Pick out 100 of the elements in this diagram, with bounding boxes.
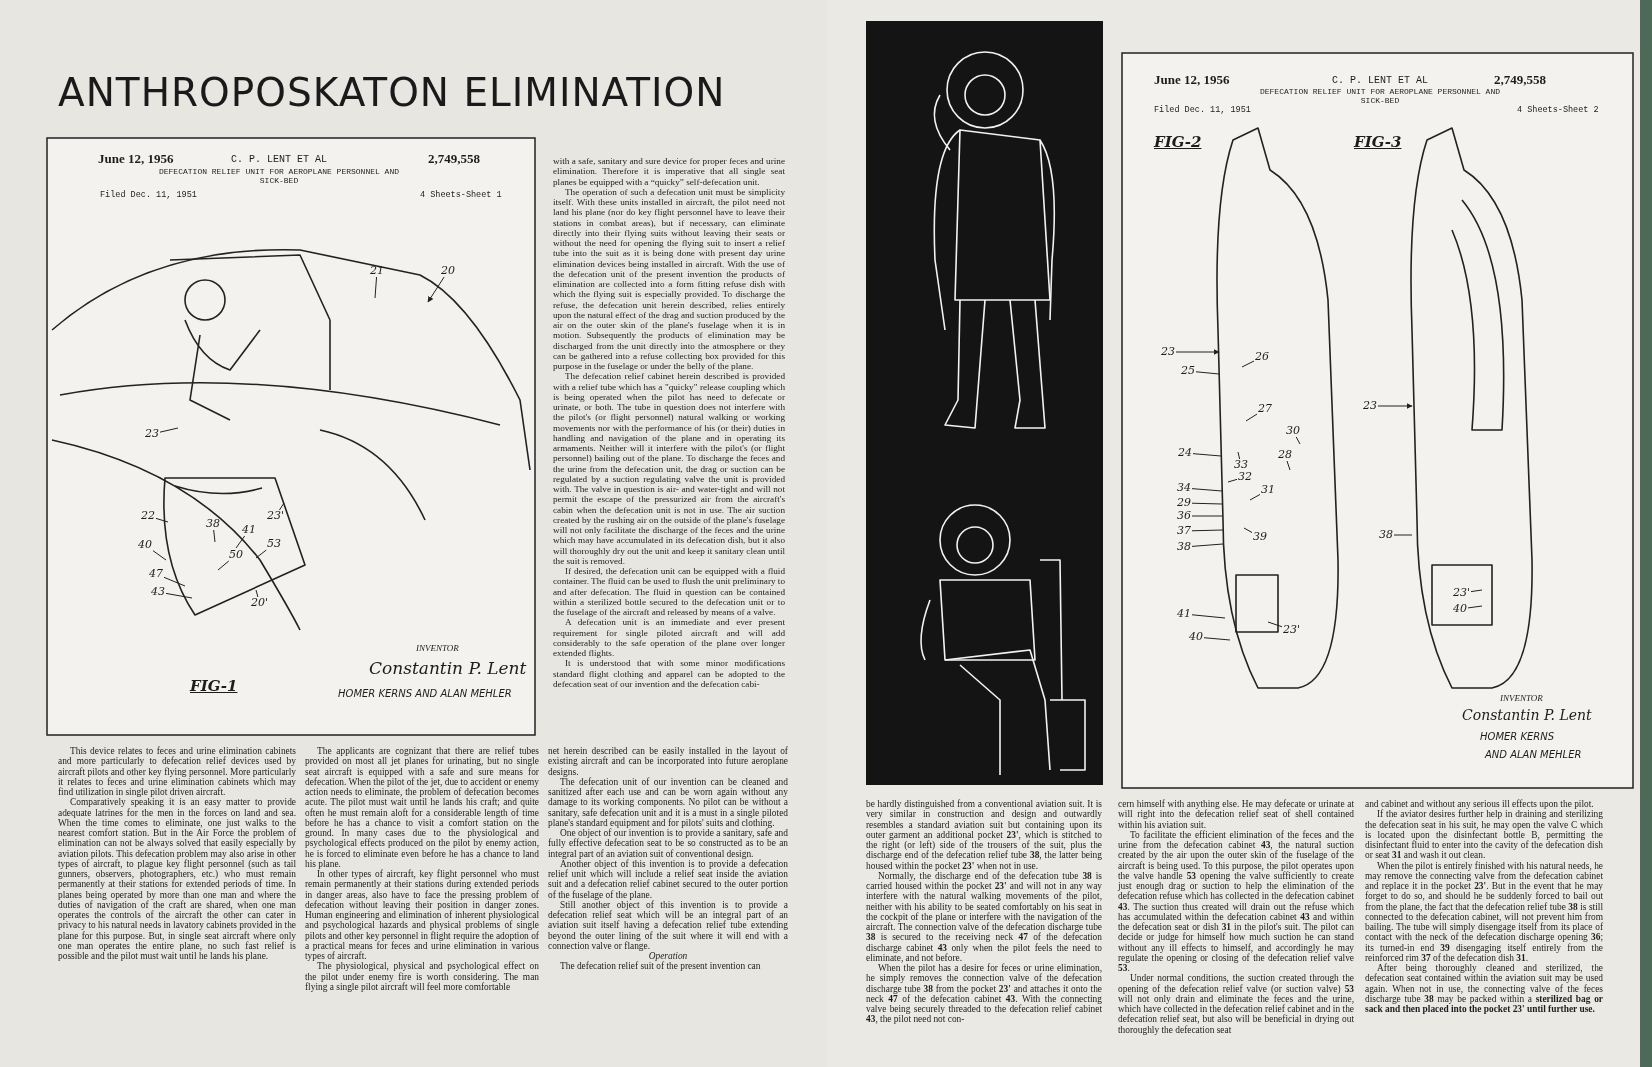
leader-line	[1241, 360, 1255, 368]
patent-number: 2,749,558	[428, 151, 480, 167]
leader-line	[1191, 529, 1224, 532]
leader-line	[1227, 478, 1238, 483]
leader-line	[427, 276, 445, 303]
callout-number: 31	[1260, 484, 1276, 496]
leader-line	[1175, 349, 1220, 355]
aircraft-cockpit-drawing	[51, 249, 531, 631]
sheet-number: 4 Sheets-Sheet 1	[420, 190, 502, 200]
sheet-number: 4 Sheets-Sheet 2	[1517, 105, 1599, 115]
callout-number: 24	[1177, 447, 1193, 459]
callout-number: 23'	[266, 510, 286, 522]
figure-label: FIG-1	[190, 677, 238, 695]
body-paragraph: To facilitate the efficient elimination of the feces and the urine from the defecation cabinet 43, the natural suction created by the air upon the outer skin of the fuselage of the aircraft is being used. To this purpose, the pilot operates upon the valve handle 53 opening the valve sufficiently to create just enough drag or suction to help the elimination of the defecation refuse which has collected in the defecation cabinet 43. The suction thus created will drain out the refuse which has accumulated within the defecation cabinet 43 and within the defecation seat or dish 31 in the pilot's suit. The pilot can decide or judge for himself how much suction he can stand without any ill effects to himself, and accordingly he may regulate the opening or closing of the defecation relief valve 53.	[1118, 829, 1354, 974]
body-paragraph: This device relates to feces and urine elimination cabinets and more particularly to defecation relief devices used by aircraft pilots and other key flying personnel. More particularly it relates to feces and urine elimination cabinets which may find utilization in single pilot driven aircraft.	[58, 746, 296, 798]
leader-line	[163, 576, 186, 587]
leader-line	[235, 535, 246, 549]
body-paragraph: cern himself with anything else. He may defecate or urinate at will right into the defecation relief seat of shell contained within his aviation suit.	[1118, 799, 1354, 830]
patent-title: DEFECATION RELIEF UNIT FOR AEROPLANE PERSONNEL AND SICK-BED	[157, 167, 400, 185]
callout-number: 23'	[1452, 587, 1472, 599]
figure-label: FIG-2	[1154, 133, 1202, 151]
leader-line	[217, 560, 230, 571]
leader-line	[1245, 413, 1258, 422]
body-paragraph: If the aviator desires further help in draining and sterilizing the defecation seat in his suit, he may open the valve C which is located upon the disinfectant bottle B, permitting the disinfectant fluid to enter into the cavity of the defecation dish or seat 31 and wash it out clean.	[1365, 809, 1603, 861]
callout-number: 20	[440, 265, 456, 277]
body-paragraph: The defecation relief suit of the present invention can	[559, 961, 762, 972]
figure-label: FIG-3	[1354, 133, 1402, 151]
body-paragraph: The physiological, physical and psychological effect on the pilot under enemy fire is worth considering. The man flying a single pilot aircraft will feel more comfortable	[305, 961, 539, 992]
callout-number: 29	[1176, 497, 1192, 509]
leader-line	[1195, 371, 1220, 375]
leader-line	[213, 529, 216, 543]
leader-line	[1377, 403, 1413, 409]
callout-number: 27	[1257, 403, 1273, 415]
body-paragraph: When the pilot has a desire for feces or urine elimination, he simply removes the connection valve of the defecation discharge tube 38 from the pocket 23' and attaches it onto the neck 47 of the defecation cabinet 43. With the connecting valve being securely threaded to the defecation relief cabinet 43, the pilot need not con-	[866, 963, 1102, 1025]
section-heading: Operation	[647, 951, 689, 962]
body-paragraph: A defecation unit is an immediate and ever present requirement for single piloted aircraft and will add considerably to the safe operation of the plane over longer extended flights.	[553, 617, 785, 659]
inventor-name: C. P. LENT ET AL	[231, 154, 327, 165]
callout-number: 26	[1254, 351, 1270, 363]
callout-number: 47	[148, 568, 164, 580]
body-paragraph: When the pilot is entirely finished with his natural needs, he may remove the connecting valve from the defecation cabinet and replace it in the pocket 23'. But in the event that he may forget to do so, and should he be suddenly forced to bail out from the plane, the fact that the defecation relief tube 38 is still connected to the defecation cabinet, will not prevent him from bailing. The tube will simply disengage itself from its place of contact with the neck of the defecation discharge opening 36; its turned-in end 39 disengaging itself entirely from the reinforced rim 37 of the defecation dish 31.	[1365, 860, 1603, 963]
body-paragraph: with a safe, sanitary and sure device for proper feces and urine elimination. Therefore it is imperative that all single seat planes be equipped with a “quicky” self-defecation unit.	[553, 156, 785, 187]
body-paragraph: Comparatively speaking it is an easy matter to provide adequate latrines for the men in the forces on land and sea. When the time comes to eliminate, one just walks to the nearest comfort station. But in the Air Force the problem of elimination can not be always solved that easily especially by aviation pilots. This defecation problem may also arise in other types of aircraft, to plague key flight personnel (such as tail gunners, observers, photographers, etc.) who must remain permanently at their stations for extended periods of time. In planes being operated by more than one man and where the duties of navigation of the craft are shared, when one man operates the controls of the aircraft the other can cater in privacy to his natural needs in lavatory cabinets provided in the plane for this purpose. But, in single seat aircraft where only one man operates the entire plane, no such fast relief is possible and the pilot must wait until he lands his plane.	[58, 797, 296, 962]
callout-number: 25	[1180, 365, 1196, 377]
callout-number: 20'	[250, 597, 270, 609]
leader-line	[155, 517, 169, 523]
leader-line	[1267, 621, 1283, 628]
leader-line	[159, 427, 179, 433]
inventor-caption: INVENTOR	[416, 643, 459, 653]
callout-number: 28	[1277, 449, 1293, 461]
body-paragraph: Under normal conditions, the suction created through the opening of the defecation relief valve (or suction valve) 53 will not only drain and eliminate the feces and the urine, which have collected in the defecation relief cabinet and in the defecation relief seat, but also will be beneficial in drying out thoroughly the defecation seat	[1118, 973, 1354, 1035]
callout-number: 37	[1176, 525, 1192, 537]
flight-suit-drawing	[1410, 127, 1533, 689]
leader-line	[1191, 614, 1226, 619]
callout-number: 33	[1233, 459, 1249, 471]
leader-line	[1249, 493, 1261, 501]
leader-line	[1192, 453, 1222, 457]
callout-number: 38	[1176, 541, 1192, 553]
filing-date: Filed Dec. 11, 1951	[100, 190, 197, 200]
leader-line	[1191, 543, 1224, 547]
leader-line	[278, 502, 285, 511]
leader-line	[1243, 527, 1253, 533]
body-paragraph: One object of our invention is to provide a sanitary, safe and fully effective defecation seat to be so constructed as to be an integral part of an aviation suit of conventional design.	[548, 828, 788, 859]
callout-number: 41	[241, 524, 257, 536]
body-paragraph: be hardly distinguished from a conventional aviation suit. It is very similar in construction and design and outwardly resembles a standard aviation suit but containing upon its outer garment an additional pocket 23', which is stitched to the right (or left) side of the trousers of the suit, plus the discharge end of the defecation relief tube 38, the latter being housed within the pocket 23' when not in use.	[866, 799, 1102, 871]
body-paragraph: Normally, the discharge end of the defecation tube 38 is carried housed within the pocket 23' and will not in any way interfere with the natural walking movements of the pilot, neither with his ability to be seated comfortably on his seat in the cockpit of the plane or interfere with the navigation of the aircraft. The connection valve of the defecation discharge tube 38 is secured to the receiving neck 47 of the defecation discharge cabinet 43 only when the pilot feels the need to eliminate, and not before.	[866, 870, 1102, 963]
body-paragraph: Still another object of this invention is to provide a defecation relief seat which will be an integral part of an aviation suit itself having a defecation relief tube extending beyond the outer lining of the suit where it will end with a connection valve or flange.	[548, 899, 788, 951]
leader-line	[165, 592, 193, 599]
body-paragraph: It is understood that with some minor modifications standard flight clothing and apparel can be adopted to the defecation seat of our invention and the defecation cabi-	[553, 658, 785, 689]
patent-date: June 12, 1956	[1154, 72, 1230, 88]
inventor-names: AND ALAN MEHLER	[1485, 749, 1582, 760]
signature: Constantin P. Lent	[369, 658, 527, 678]
leader-line	[1191, 488, 1223, 492]
leader-line	[1393, 534, 1413, 536]
leader-line	[255, 549, 267, 559]
body-paragraph: Another object of this invention is to provide a defecation relief unit which will include a relief seat inside the aviation suit and a defecation relief cabinet secured to the outer portion of the fuselage of the plane.	[548, 858, 788, 900]
leader-line	[374, 276, 378, 299]
callout-number: 39	[1252, 531, 1268, 543]
leader-line	[1470, 589, 1483, 593]
callout-number: 21	[369, 265, 385, 277]
inventor-name: C. P. LENT ET AL	[1332, 75, 1428, 86]
callout-number: 41	[1176, 608, 1192, 620]
leader-line	[1467, 605, 1483, 609]
leader-line	[1191, 502, 1223, 505]
leader-line	[255, 589, 259, 598]
patent-title: DEFECATION RELIEF UNIT FOR AEROPLANE PERSONNEL AND SICK-BED	[1258, 87, 1501, 105]
callout-number: 34	[1176, 482, 1192, 494]
filing-date: Filed Dec. 11, 1951	[1154, 105, 1251, 115]
leader-line	[1191, 515, 1223, 517]
callout-number: 40	[1452, 603, 1468, 615]
callout-number: 23'	[1282, 624, 1302, 636]
callout-number: 23	[1362, 400, 1378, 412]
callout-number: 30	[1285, 425, 1301, 437]
leader-line	[1286, 460, 1291, 471]
patent-date: June 12, 1956	[98, 151, 174, 167]
leader-line	[1295, 436, 1301, 445]
inventor-names: HOMER KERNS	[1480, 731, 1555, 742]
callout-number: 50	[228, 549, 244, 561]
callout-number: 53	[266, 538, 282, 550]
body-paragraph: The operation of such a defecation unit must be simplicity itself. With these units installed in aircraft, the pilot need not land his plane (nor do key flight personnel have to leave their stations in combat areas), but if necessary, can eliminate directly into their flying suits without leaving their seats or without the need for opening the flying suit to insert a relief tube into the suit as it is being done with present day urine elimination devices being installed in aircraft. With the use of the defecation unit of the present invention the products of elimination are collected into a form fitting refuse dish with which the flying suit is especially provided. To discharge the refuse, the defecation unit herein described, relies entirely upon the natural effect of the drag and suction produced by the air on the outer skin of the plane's fuselage when it is in motion. Subsequently the products of elimination may be discharged from the unit directly into the atmosphere or they can be gathered into a refuse collecting box provided for this purpose in the fuselage or under the belly of the plane.	[553, 186, 785, 372]
body-paragraph: After being thoroughly cleaned and sterilized, the defecation seat contained within the aviation suit may be used again. When not in use, the connecting valve of the feces discharge tube 38 may be packed within a sterilized bag or sack and then placed into the pocket 23' until further use.	[1365, 963, 1603, 1015]
